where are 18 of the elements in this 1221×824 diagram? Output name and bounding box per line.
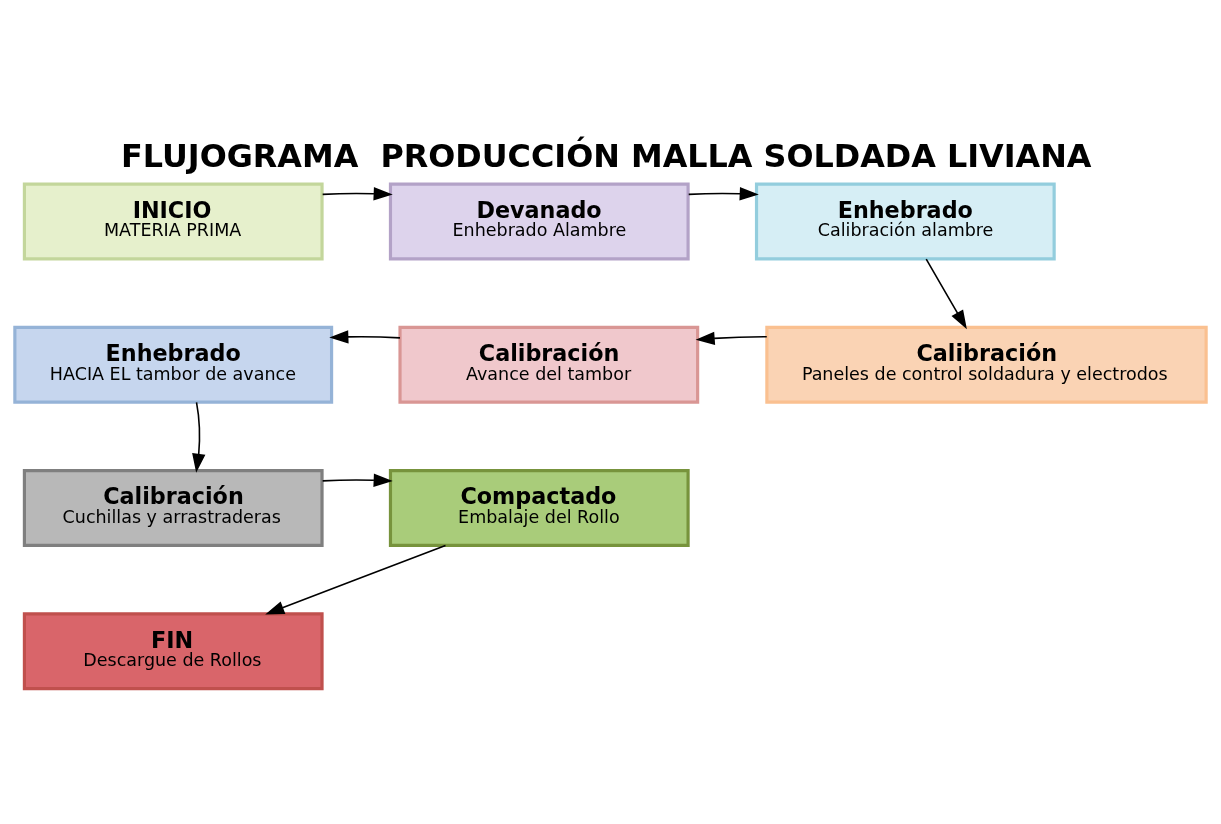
arrow — [192, 401, 206, 473]
node-box: Devanado Enhebrado Alambre — [388, 182, 690, 260]
node-box: Compactado Embalaje del Rollo — [388, 468, 690, 547]
arrow — [265, 544, 447, 614]
diagram-title: FLUJOGRAMA PRODUCCIÓN MALLA SOLDADA LIVIANA — [121, 136, 1092, 175]
node-box: Enhebrado Calibración alambre — [754, 182, 1056, 260]
arrow — [329, 329, 401, 343]
arrow — [695, 331, 768, 345]
node-box: INICIO MATERIA PRIMA — [22, 182, 324, 260]
node-box: Enhebrado HACIA EL tambor de avance — [13, 325, 334, 404]
arrow — [321, 186, 393, 200]
node-box: Calibración Cuchillas y arrastraderas — [22, 468, 324, 547]
node-box: Calibración Avance del tambor — [398, 325, 700, 404]
arrow — [925, 257, 967, 329]
node-box: FIN Descargue de Rollos — [22, 611, 324, 690]
node-box: Calibración Paneles de control soldadura y electrodos — [765, 325, 1208, 404]
arrow — [321, 473, 393, 487]
arrow — [687, 186, 759, 200]
